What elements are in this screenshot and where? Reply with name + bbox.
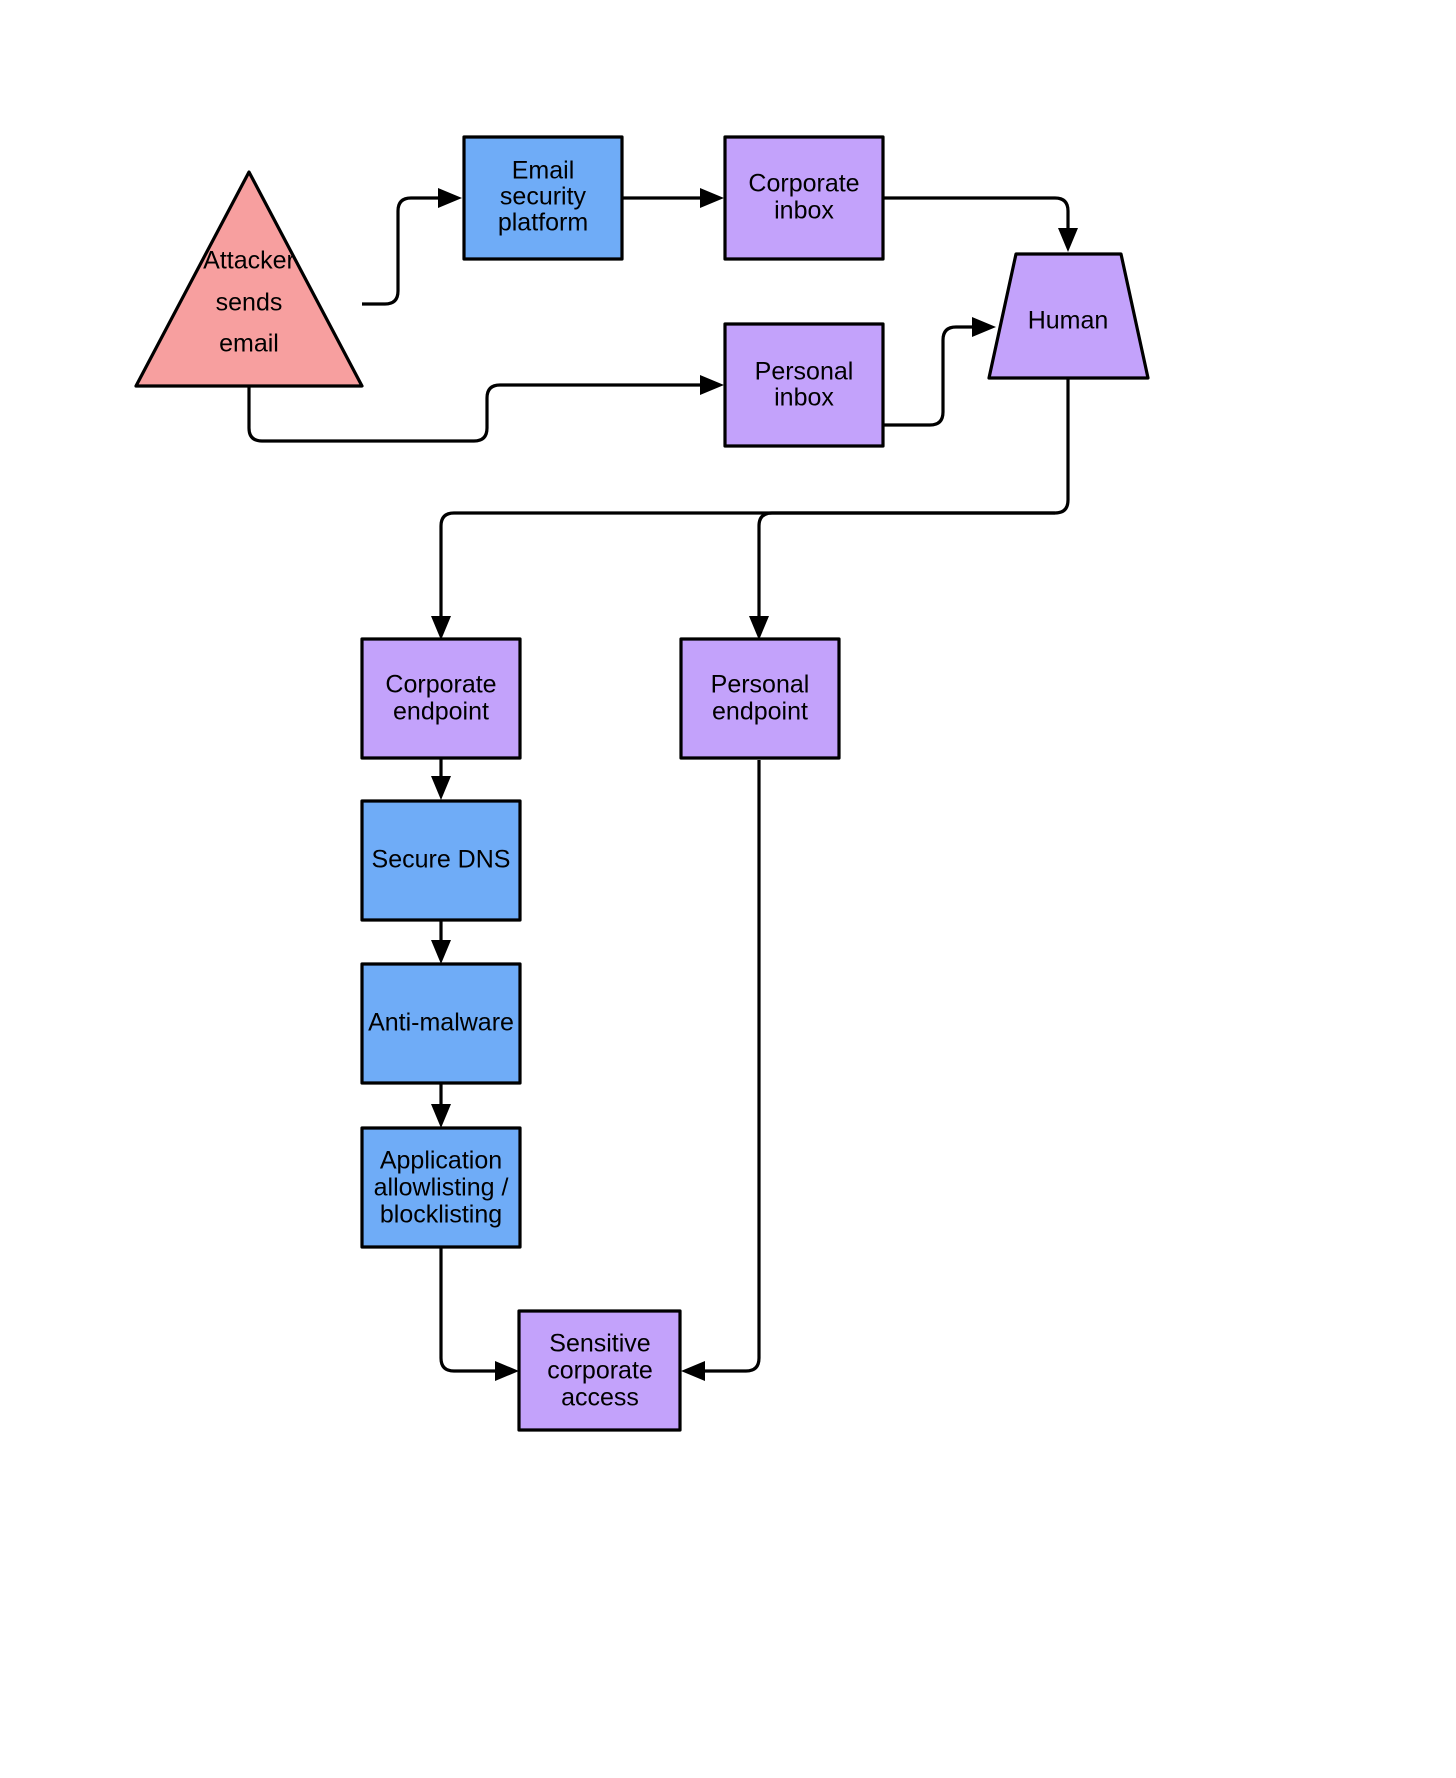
- node-email-security-platform-label-line-2: security: [500, 183, 587, 211]
- arrowhead-icon: [431, 616, 451, 640]
- attacker-triangle-shape[interactable]: [134, 170, 364, 388]
- node-human[interactable]: Human: [987, 252, 1150, 380]
- arrowhead-icon: [700, 375, 724, 395]
- node-sensitive-corporate-access-label-line-2: corporate: [547, 1357, 653, 1385]
- arrowhead-icon: [749, 616, 769, 640]
- edge-corporate-inbox-to-human: [883, 196, 1078, 252]
- node-personal-inbox-label-line-1: Personal: [755, 358, 854, 386]
- edge-personal-endpoint-to-sensitive-corporate-access: [681, 760, 761, 1381]
- node-secure-dns-label: Secure DNS: [372, 846, 511, 874]
- node-sensitive-corporate-access-label-line-1: Sensitive: [549, 1330, 650, 1358]
- anti-malware-box-shape[interactable]: [360, 962, 522, 1085]
- arrowhead-icon: [495, 1361, 519, 1381]
- node-application-allowlisting-label-line-1: Application: [380, 1147, 502, 1175]
- edge-human-to-personal-endpoint: [749, 511, 1055, 640]
- node-human-label: Human: [1028, 307, 1109, 335]
- node-sensitive-corporate-access-label-line-3: access: [561, 1384, 639, 1412]
- node-attacker[interactable]: Attacker sends email: [134, 170, 364, 388]
- node-anti-malware[interactable]: Anti-malware: [360, 962, 522, 1085]
- node-attacker-label-line-1: Attacker: [203, 247, 295, 275]
- arrowhead-icon: [431, 1104, 451, 1128]
- human-trapezoid-shape[interactable]: [987, 252, 1150, 380]
- edge-corporate-endpoint-to-secure-dns: [431, 757, 451, 800]
- node-corporate-endpoint-label-line-2: endpoint: [393, 698, 489, 726]
- corporate-inbox-box-shape[interactable]: [723, 135, 885, 261]
- node-secure-dns[interactable]: Secure DNS: [360, 799, 522, 922]
- edge-layer: [247, 188, 1078, 1381]
- application-allowlisting-box-shape[interactable]: [360, 1126, 522, 1249]
- node-corporate-endpoint[interactable]: Corporate endpoint: [360, 637, 522, 760]
- node-sensitive-corporate-access[interactable]: Sensitive corporate access: [517, 1309, 682, 1432]
- node-attacker-label-line-3: email: [219, 330, 279, 358]
- edge-attacker-to-email-security-platform: [362, 188, 462, 306]
- arrowhead-icon: [1058, 228, 1078, 252]
- edge-application-allowlisting-to-sensitive-corporate-access: [439, 1247, 519, 1381]
- node-application-allowlisting-label-line-3: blocklisting: [380, 1201, 502, 1229]
- node-email-security-platform[interactable]: Email security platform: [462, 135, 624, 261]
- edge-human-to-corporate-endpoint: [431, 378, 1070, 640]
- arrowhead-icon: [681, 1361, 705, 1381]
- node-personal-endpoint-label-line-1: Personal: [711, 671, 810, 699]
- edge-attacker-to-personal-inbox: [247, 375, 724, 443]
- node-corporate-inbox-label-line-1: Corporate: [748, 170, 859, 198]
- node-personal-endpoint-label-line-2: endpoint: [712, 698, 808, 726]
- node-application-allowlisting-label-line-2: allowlisting /: [374, 1174, 509, 1202]
- node-email-security-platform-label-line-1: Email: [512, 157, 575, 185]
- personal-inbox-box-shape[interactable]: [723, 322, 885, 448]
- node-email-security-platform-label-line-3: platform: [498, 209, 588, 237]
- personal-endpoint-box-shape[interactable]: [679, 637, 841, 760]
- arrowhead-icon: [438, 188, 462, 208]
- node-application-allowlisting[interactable]: Application allowlisting / blocklisting: [360, 1126, 522, 1249]
- edge-email-security-platform-to-corporate-inbox: [622, 188, 724, 208]
- arrowhead-icon: [431, 776, 451, 800]
- node-attacker-label-line-2: sends: [216, 289, 283, 317]
- node-corporate-inbox[interactable]: Corporate inbox: [723, 135, 885, 261]
- node-corporate-endpoint-label-line-1: Corporate: [385, 671, 496, 699]
- arrowhead-icon: [700, 188, 724, 208]
- arrowhead-icon: [972, 317, 996, 337]
- edge-personal-inbox-to-human: [883, 317, 996, 427]
- node-layer: Attacker sends email Email security plat…: [134, 135, 1150, 1432]
- corporate-endpoint-box-shape[interactable]: [360, 637, 522, 760]
- node-corporate-inbox-label-line-2: inbox: [774, 197, 834, 225]
- node-personal-inbox-label-line-2: inbox: [774, 384, 834, 412]
- node-personal-endpoint[interactable]: Personal endpoint: [679, 637, 841, 760]
- sensitive-corporate-access-box-shape[interactable]: [517, 1309, 682, 1432]
- edge-anti-malware-to-application-allowlisting: [431, 1083, 451, 1128]
- edge-secure-dns-to-anti-malware: [431, 920, 451, 964]
- node-personal-inbox[interactable]: Personal inbox: [723, 322, 885, 448]
- arrowhead-icon: [431, 940, 451, 964]
- node-anti-malware-label: Anti-malware: [368, 1009, 514, 1037]
- email-security-platform-box-shape[interactable]: [462, 135, 624, 261]
- secure-dns-box-shape[interactable]: [360, 799, 522, 922]
